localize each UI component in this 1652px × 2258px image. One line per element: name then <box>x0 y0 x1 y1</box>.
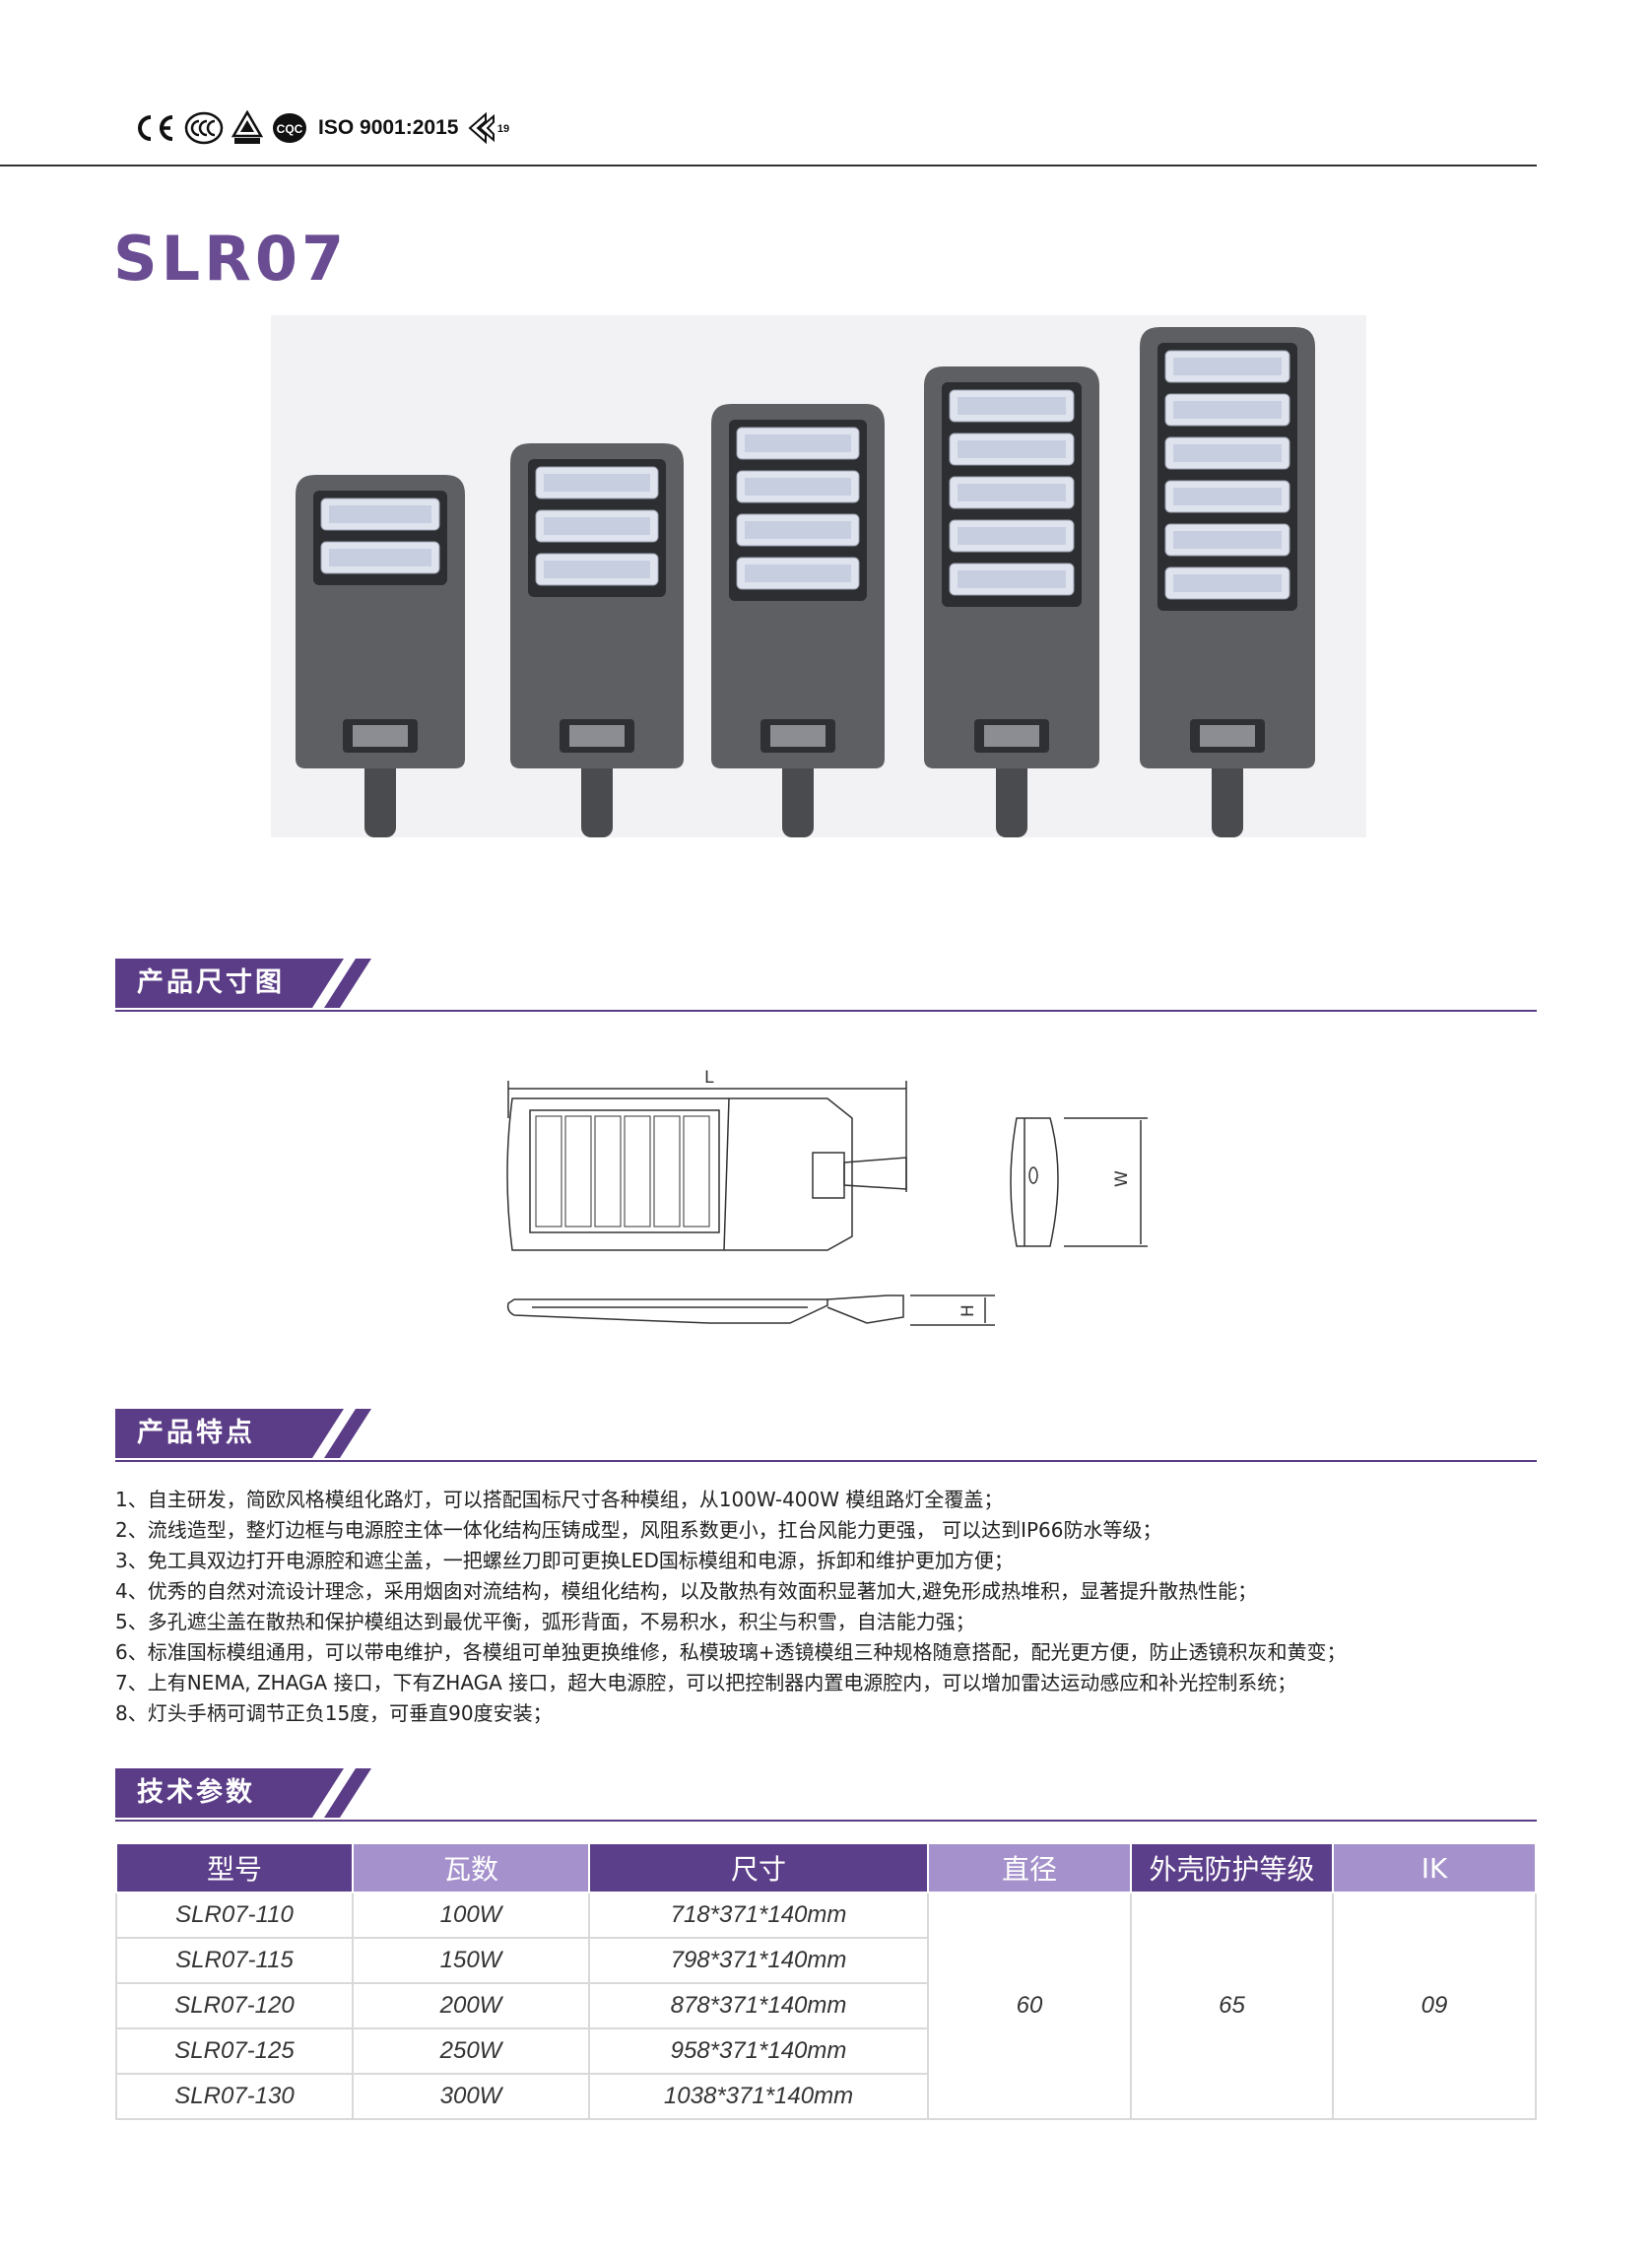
dimension-label-length: L <box>704 1068 714 1088</box>
feature-item: 5、多孔遮尘盖在散热和保护模组达到最优平衡，弧形背面，不易积水，积尘与积雪，自洁… <box>115 1610 975 1633</box>
cell-size: 1038*371*140mm <box>588 2073 929 2120</box>
iso-certification-text: ISO 9001:2015 <box>318 116 459 139</box>
front-view-drawing <box>506 1295 995 1326</box>
feature-item: 7、上有NEMA, ZHAGA 接口，下有ZHAGA 接口，超大电源腔，可以把控… <box>115 1671 1297 1694</box>
cell-diameter: 60 <box>927 1892 1132 2120</box>
cell-watt: 200W <box>352 1982 590 2029</box>
section-header-specs: 技术参数 <box>115 1768 1537 1822</box>
header-rule <box>0 165 1537 166</box>
product-lamps-illustration <box>296 327 1315 837</box>
cell-watt: 150W <box>352 1937 590 1984</box>
extra-certification-icon: 19 <box>466 110 513 146</box>
product-title: SLR07 <box>113 223 349 295</box>
header-ik: IK <box>1332 1842 1537 1893</box>
lamp-variant <box>924 366 1099 837</box>
extra-mark-number: 19 <box>497 123 509 135</box>
product-photo <box>271 315 1366 837</box>
section-header-features: 产品特点 <box>115 1409 1537 1462</box>
table-row: SLR07-115 150W 798*371*140mm <box>115 1937 1536 1984</box>
section-header-bar <box>115 1409 312 1458</box>
cell-watt: 250W <box>352 2027 590 2075</box>
header-model: 型号 <box>115 1842 354 1893</box>
feature-item: 3、免工具双边打开电源腔和遮尘盖，一把螺丝刀即可更换LED国标模组和电源，拆卸和… <box>115 1549 1014 1572</box>
feature-list: 1、自主研发，简欧风格模组化路灯，可以搭配国标尺寸各种模组，从100W-400W… <box>115 1485 1544 1729</box>
table-header-row: 型号 瓦数 尺寸 直径 外壳防护等级 IK <box>115 1842 1537 1893</box>
cell-model: SLR07-115 <box>115 1937 354 1984</box>
section-header-stripes <box>308 1409 371 1458</box>
feature-item: 4、优秀的自然对流设计理念，采用烟囱对流结构，模组化结构，以及散热有效面积显著加… <box>115 1579 1258 1603</box>
header-diameter: 直径 <box>927 1842 1132 1893</box>
table-row: SLR07-125 250W 958*371*140mm <box>115 2027 1536 2075</box>
cell-size: 718*371*140mm <box>588 1892 929 1939</box>
spec-table: 型号 瓦数 尺寸 直径 外壳防护等级 IK SLR07-110 100W 718… <box>115 1842 1537 2120</box>
dimension-drawing: L W H <box>473 1059 1182 1384</box>
section-rule <box>115 1460 1537 1462</box>
section-header-bar <box>115 959 312 1008</box>
section-header-stripes <box>308 959 371 1008</box>
ce-mark-icon <box>131 112 176 144</box>
svg-text:CQC: CQC <box>277 122 303 136</box>
header-ip-rating: 外壳防护等级 <box>1130 1842 1334 1893</box>
tuv-mark-icon <box>231 110 263 146</box>
cell-ip: 65 <box>1130 1892 1334 2120</box>
table-row: SLR07-130 300W 1038*371*140mm <box>115 2073 1536 2120</box>
section-header-dimensions: 产品尺寸图 <box>115 959 1537 1012</box>
lamp-variant <box>1140 327 1315 837</box>
lamp-variant <box>296 475 465 837</box>
cell-model: SLR07-130 <box>115 2073 354 2120</box>
certification-bar: CQC ISO 9001:2015 19 <box>131 106 513 150</box>
cell-size: 878*371*140mm <box>588 1982 929 2029</box>
cqc-mark-icon: CQC <box>271 111 308 145</box>
feature-item: 2、流线造型，整灯边框与电源腔主体一体化结构压铸成型，风阻系数更小，扛台风能力更… <box>115 1518 1162 1542</box>
dimension-label-width: W <box>1112 1170 1132 1187</box>
section-title-dimensions: 产品尺寸图 <box>137 967 285 998</box>
section-title-features: 产品特点 <box>137 1418 255 1448</box>
lamp-variant <box>711 404 885 837</box>
feature-item: 1、自主研发，简欧风格模组化路灯，可以搭配国标尺寸各种模组，从100W-400W… <box>115 1488 1004 1511</box>
section-header-stripes <box>308 1768 371 1818</box>
cell-size: 958*371*140mm <box>588 2027 929 2075</box>
side-view-drawing <box>1010 1117 1148 1247</box>
feature-item: 8、灯头手柄可调节正负15度，可垂直90度安装； <box>115 1701 553 1725</box>
lamp-variant <box>510 443 684 837</box>
section-header-bar <box>115 1768 312 1818</box>
cell-watt: 100W <box>352 1892 590 1939</box>
header-size: 尺寸 <box>588 1842 929 1893</box>
table-row: SLR07-120 200W 878*371*140mm <box>115 1982 1536 2029</box>
cell-model: SLR07-110 <box>115 1892 354 1939</box>
table-row: SLR07-110 100W 718*371*140mm 60 65 09 <box>115 1892 1537 2120</box>
cell-model: SLR07-120 <box>115 1982 354 2029</box>
section-title-specs: 技术参数 <box>137 1777 255 1808</box>
header-wattage: 瓦数 <box>352 1842 590 1893</box>
feature-item: 6、标准国标模组通用，可以带电维护，各模组可单独更换维修，私模玻璃+透镜模组三种… <box>115 1640 1347 1664</box>
ccc-mark-icon <box>184 111 224 145</box>
section-rule <box>115 1010 1537 1012</box>
section-rule <box>115 1820 1537 1822</box>
cell-watt: 300W <box>352 2073 590 2120</box>
dimension-label-height: H <box>958 1304 978 1317</box>
cell-model: SLR07-125 <box>115 2027 354 2075</box>
cell-ik: 09 <box>1332 1892 1537 2120</box>
cell-size: 798*371*140mm <box>588 1937 929 1984</box>
top-view-drawing <box>506 1081 907 1251</box>
